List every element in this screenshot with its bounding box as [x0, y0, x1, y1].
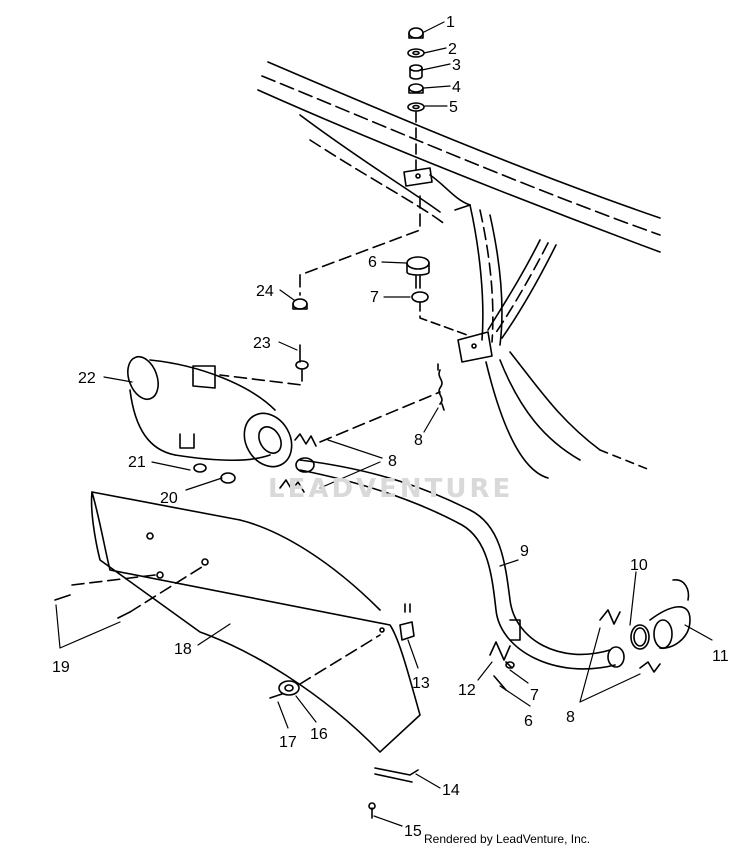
- leader-dash: [299, 195, 421, 296]
- callout-16: 16: [310, 726, 328, 743]
- callout-22: 22: [78, 370, 96, 387]
- frame-rails: [257, 61, 661, 479]
- watermark-text: LEADVENTURE: [268, 474, 514, 504]
- callout-13: 13: [412, 675, 430, 692]
- callout-9: 9: [520, 543, 529, 560]
- callout-6b: 6: [524, 713, 533, 730]
- callout-15: 15: [404, 823, 422, 840]
- callout-8c: 8: [566, 709, 575, 726]
- clip: [399, 621, 415, 641]
- callout-numbers: 1 2 3 4 5 6 7 24 23 22 8 8 21 20 9 10 11…: [52, 14, 729, 840]
- callout-12: 12: [458, 682, 476, 699]
- callout-3: 3: [452, 57, 461, 74]
- mid-mount-hardware: [406, 256, 493, 363]
- callout-19: 19: [52, 659, 70, 676]
- callout-5: 5: [449, 99, 458, 116]
- callout-8b: 8: [388, 453, 397, 470]
- muffler: [127, 355, 293, 468]
- callout-14: 14: [442, 782, 460, 799]
- muffler-bolt-hardware: [219, 298, 309, 386]
- top-mount-hardware: [403, 27, 433, 187]
- footer-credit: Rendered by LeadVenture, Inc.: [424, 832, 591, 846]
- callout-1: 1: [446, 14, 455, 31]
- callout-20: 20: [160, 490, 178, 507]
- callout-24: 24: [256, 283, 274, 300]
- callout-23: 23: [253, 335, 271, 352]
- callout-6: 6: [368, 254, 377, 271]
- callout-21: 21: [128, 454, 146, 471]
- callout-17: 17: [279, 734, 297, 751]
- gasket-flange: [630, 579, 691, 650]
- callout-7: 7: [370, 289, 379, 306]
- callout-8a: 8: [414, 432, 423, 449]
- bracket: [368, 767, 419, 819]
- callout-18: 18: [174, 641, 192, 658]
- callout-4: 4: [452, 79, 461, 96]
- callout-7b: 7: [530, 687, 539, 704]
- washer-screw: [269, 634, 381, 699]
- callout-10: 10: [630, 557, 648, 574]
- springs: [279, 363, 661, 673]
- header-pipe: [295, 457, 625, 670]
- heat-shield-screws: [54, 564, 206, 619]
- callout-2: 2: [448, 41, 457, 58]
- heat-shield: [90, 491, 421, 753]
- callout-11: 11: [712, 648, 729, 665]
- callout-leaders: [55, 21, 713, 827]
